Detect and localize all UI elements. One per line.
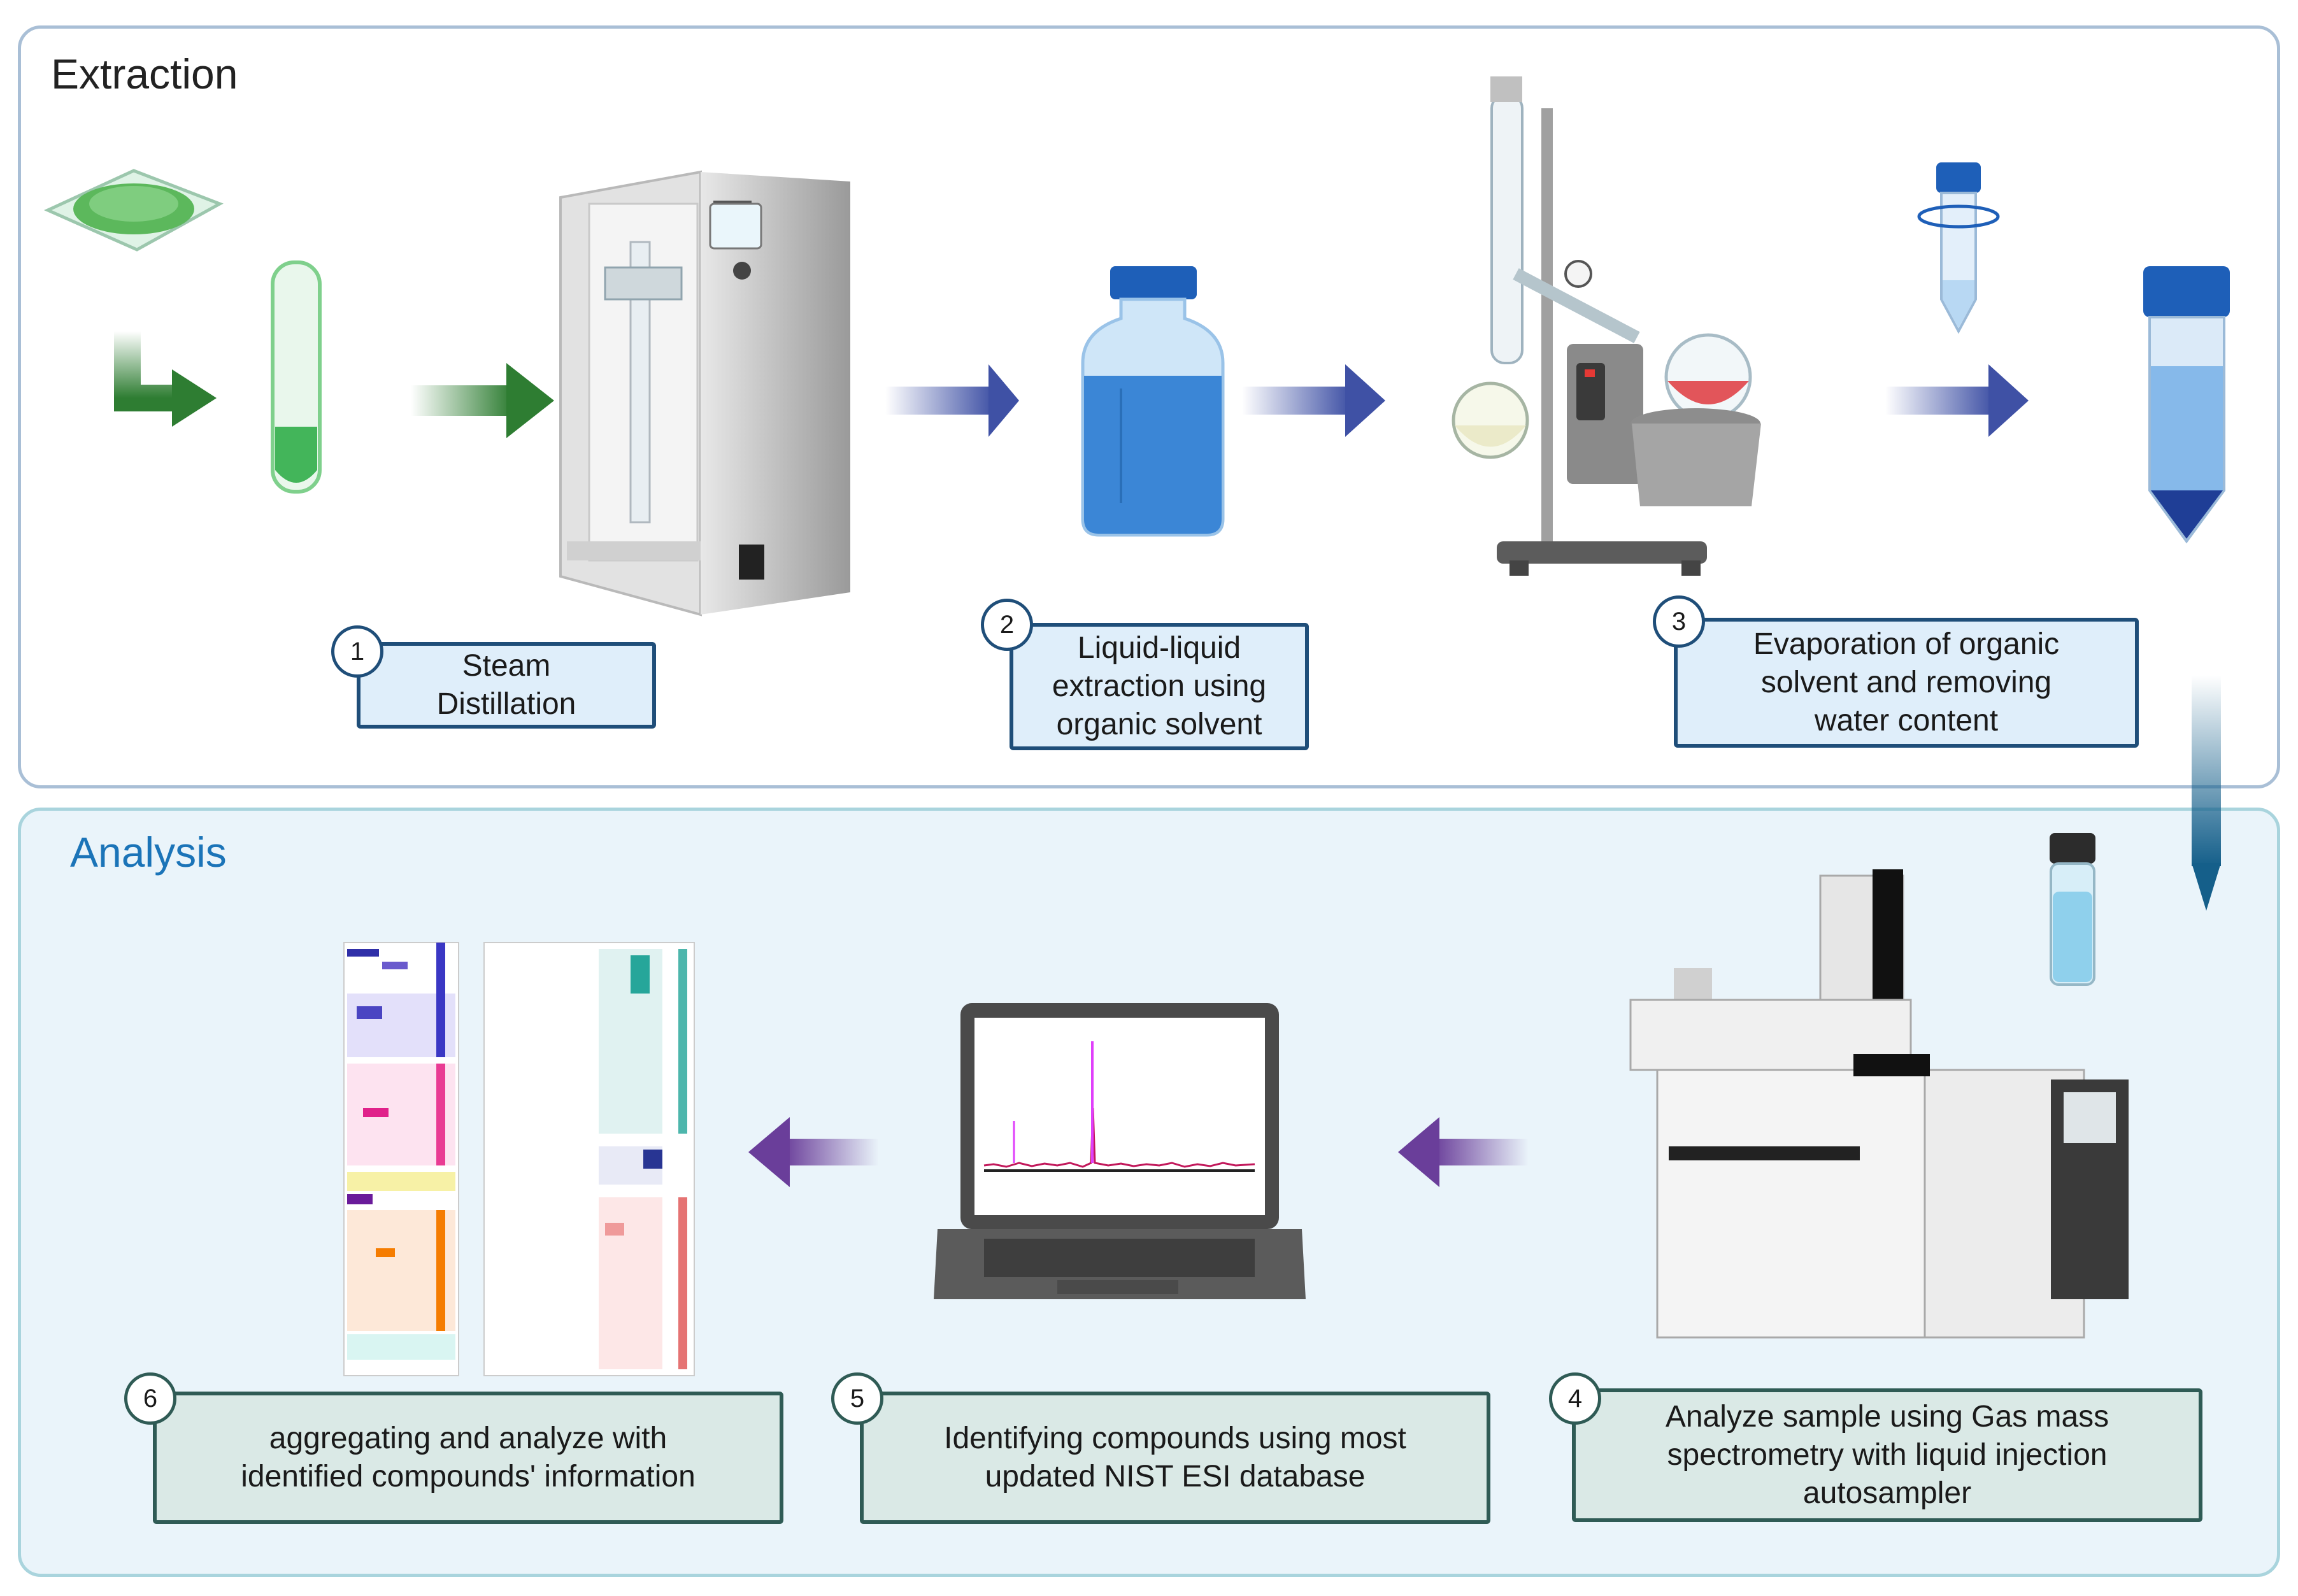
- step-4-number: 4: [1549, 1372, 1601, 1425]
- laptop-spectrum-icon: [934, 1003, 1306, 1299]
- step-3-box: Evaporation of organic solvent and remov…: [1674, 618, 2139, 748]
- down-arrow-icon: [2192, 675, 2221, 911]
- step-1-box: Steam Distillation: [357, 642, 656, 729]
- step-5-number: 5: [831, 1372, 883, 1425]
- sample-vial-icon: [2050, 833, 2095, 986]
- purple-arrow-icon: [1398, 1117, 1529, 1187]
- heatmap-results-icon: [343, 942, 695, 1376]
- step-6-box: aggregating and analyze with identified …: [153, 1392, 783, 1524]
- step-1-number: 1: [331, 625, 383, 678]
- purple-arrow-icon: [748, 1117, 879, 1187]
- step-3-label: Evaporation of organic solvent and remov…: [1753, 627, 2060, 737]
- step-1-label: Steam Distillation: [436, 649, 576, 721]
- step-2-box: Liquid-liquid extraction using organic s…: [1010, 623, 1309, 750]
- step-5-box: Identifying compounds using most updated…: [860, 1392, 1490, 1524]
- blue-arrow-icon: [1242, 364, 1385, 437]
- steam-distillation-unit-icon: [559, 170, 850, 616]
- extraction-title: Extraction: [51, 50, 238, 97]
- analysis-title: Analysis: [70, 829, 227, 876]
- rotary-evaporator-icon: [1452, 76, 1761, 576]
- green-bent-arrow-icon: [114, 331, 217, 427]
- blue-arrow-icon: [885, 364, 1019, 437]
- green-sample-tube-icon: [271, 260, 322, 494]
- step-2-number: 2: [981, 599, 1033, 651]
- step-6-label: aggregating and analyze with identified …: [241, 1421, 696, 1493]
- blue-arrow-icon: [1885, 364, 2029, 437]
- plant-powder-tray-icon: [43, 169, 224, 252]
- step-4-box: Analyze sample using Gas mass spectromet…: [1572, 1388, 2202, 1522]
- gc-ms-instrument-icon: [1629, 869, 2129, 1339]
- small-centrifuge-tube-icon: [1917, 162, 2000, 334]
- step-5-label: Identifying compounds using most updated…: [944, 1421, 1406, 1493]
- centrifuge-tube-icon: [2143, 266, 2230, 544]
- step-4-label: Analyze sample using Gas mass spectromet…: [1665, 1400, 2109, 1510]
- green-arrow-icon: [411, 363, 554, 438]
- step-6-number: 6: [124, 1372, 176, 1425]
- step-2-label: Liquid-liquid extraction using organic s…: [1052, 631, 1267, 741]
- step-3-number: 3: [1653, 595, 1705, 648]
- solvent-bottle-icon: [1081, 266, 1225, 537]
